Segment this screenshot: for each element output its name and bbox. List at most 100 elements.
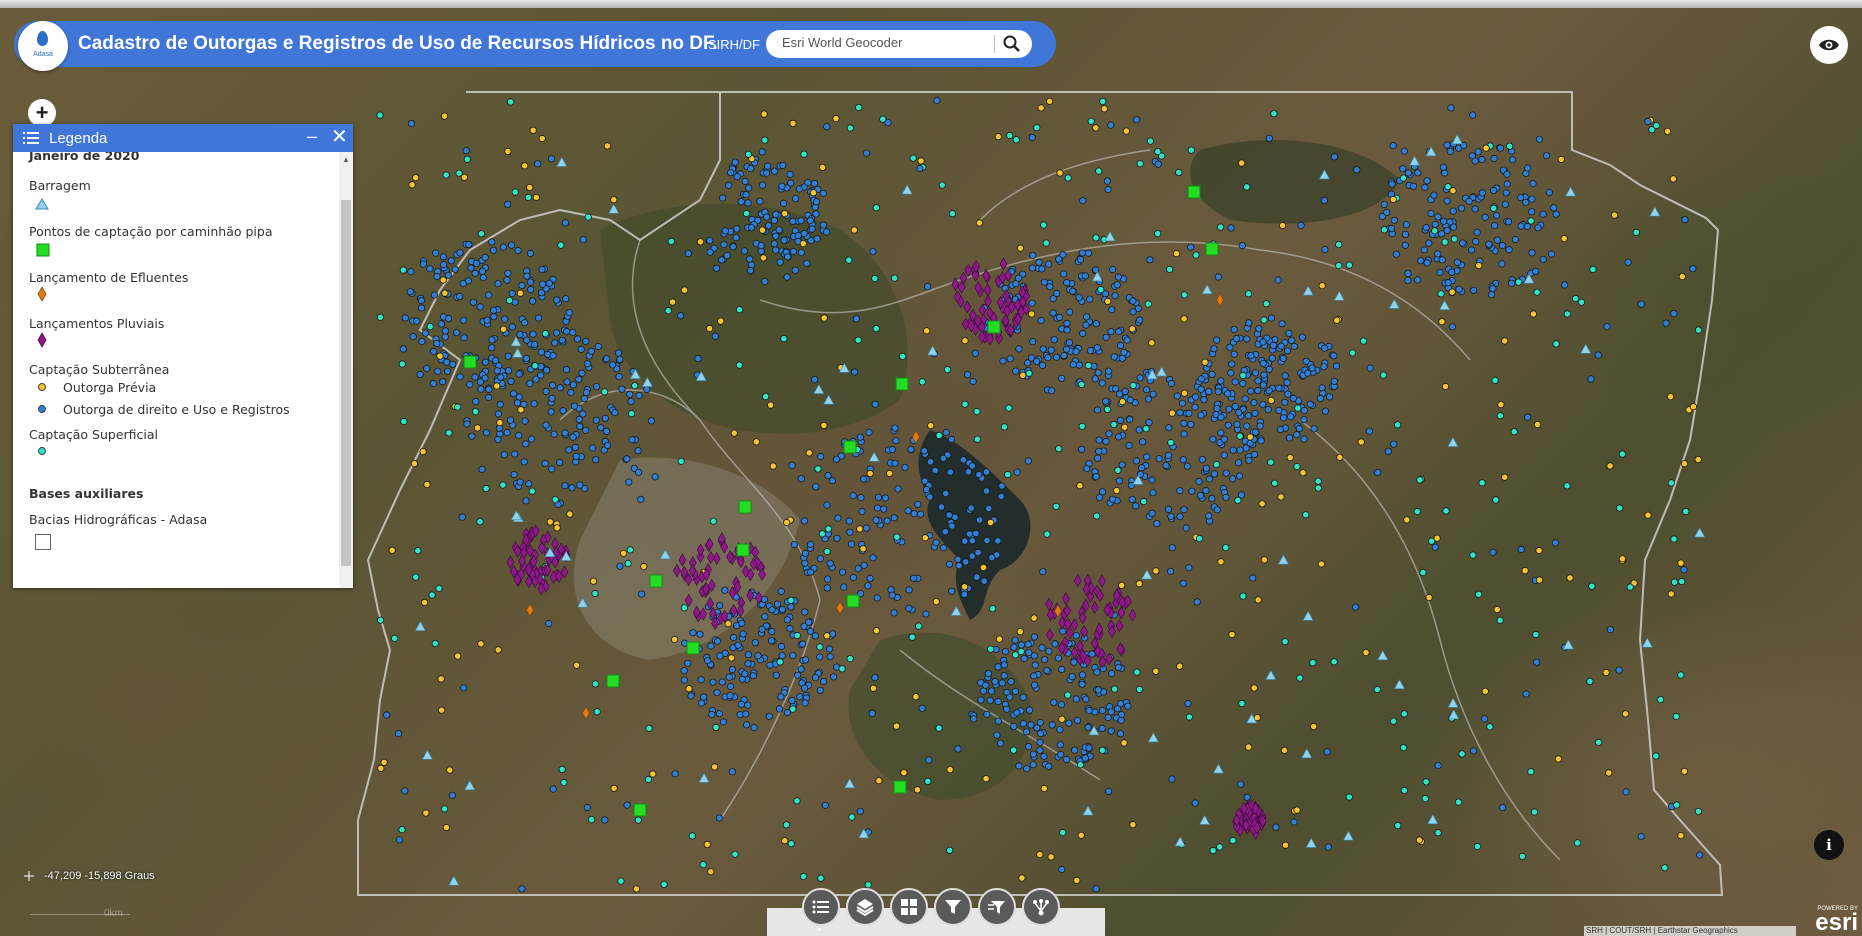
map-point[interactable] xyxy=(504,352,512,360)
map-point[interactable] xyxy=(558,765,566,774)
map-point[interactable] xyxy=(383,711,391,719)
map-point[interactable] xyxy=(1212,460,1221,469)
map-point[interactable] xyxy=(1326,393,1334,401)
map-point[interactable] xyxy=(1379,371,1388,379)
map-point[interactable] xyxy=(1438,230,1446,238)
pluvial-marker[interactable] xyxy=(1001,314,1010,328)
pluvial-marker[interactable] xyxy=(1108,624,1116,639)
dam-marker[interactable] xyxy=(950,605,962,616)
dam-marker[interactable] xyxy=(1305,837,1317,848)
map-point[interactable] xyxy=(547,408,555,416)
map-point[interactable] xyxy=(634,816,642,824)
map-point[interactable] xyxy=(1498,260,1506,268)
map-point[interactable] xyxy=(1111,292,1119,300)
spatial-filter-button[interactable] xyxy=(978,888,1016,926)
map-point[interactable] xyxy=(1168,544,1176,552)
map-point[interactable] xyxy=(1554,755,1563,763)
map-point[interactable] xyxy=(811,673,820,682)
map-point[interactable] xyxy=(821,801,830,809)
map-point[interactable] xyxy=(1657,695,1665,704)
map-point[interactable] xyxy=(869,248,877,256)
map-point[interactable] xyxy=(1180,315,1188,323)
map-point[interactable] xyxy=(515,431,523,439)
map-point[interactable] xyxy=(1229,836,1237,845)
map-point[interactable] xyxy=(1120,739,1128,747)
map-point[interactable] xyxy=(1420,246,1428,254)
map-point[interactable] xyxy=(548,394,556,402)
map-point[interactable] xyxy=(513,399,522,407)
map-point[interactable] xyxy=(1390,216,1398,224)
map-point[interactable] xyxy=(504,269,512,277)
map-point[interactable] xyxy=(1224,421,1232,429)
map-point[interactable] xyxy=(507,377,515,385)
map-point[interactable] xyxy=(1056,741,1065,749)
map-point[interactable] xyxy=(1076,255,1085,264)
map-point[interactable] xyxy=(1521,566,1529,575)
dam-marker[interactable] xyxy=(858,828,870,839)
map-point[interactable] xyxy=(918,704,926,713)
map-point[interactable] xyxy=(523,272,531,280)
search-input[interactable]: Esri World Geocoder xyxy=(782,35,903,50)
map-point[interactable] xyxy=(697,699,706,707)
map-point[interactable] xyxy=(482,429,491,437)
map-point[interactable] xyxy=(488,336,496,344)
pluvial-marker[interactable] xyxy=(1117,606,1126,620)
map-point[interactable] xyxy=(961,537,969,545)
map-point[interactable] xyxy=(744,150,753,158)
map-point[interactable] xyxy=(1490,204,1498,212)
map-point[interactable] xyxy=(626,390,634,398)
map-point[interactable] xyxy=(1132,457,1141,465)
map-point[interactable] xyxy=(1517,222,1525,230)
map-point[interactable] xyxy=(1258,500,1266,508)
map-point[interactable] xyxy=(680,676,688,684)
map-point[interactable] xyxy=(1049,309,1057,317)
map-point[interactable] xyxy=(983,710,991,718)
map-point[interactable] xyxy=(1029,337,1037,346)
map-point[interactable] xyxy=(707,642,715,650)
map-point[interactable] xyxy=(1496,616,1504,624)
map-point[interactable] xyxy=(883,517,891,525)
pluvial-marker[interactable] xyxy=(551,537,559,551)
effluent-marker[interactable] xyxy=(836,601,844,615)
pluvial-marker[interactable] xyxy=(1251,801,1260,816)
map-point[interactable] xyxy=(1438,318,1446,326)
map-point[interactable] xyxy=(1275,406,1283,414)
map-point[interactable] xyxy=(569,433,577,441)
map-point[interactable] xyxy=(1425,593,1433,602)
map-point[interactable] xyxy=(1423,259,1431,267)
map-point[interactable] xyxy=(1503,180,1511,188)
map-point[interactable] xyxy=(634,468,643,476)
effluent-marker[interactable] xyxy=(582,706,590,720)
map-point[interactable] xyxy=(735,306,744,314)
map-point[interactable] xyxy=(1095,436,1103,444)
pluvial-marker[interactable] xyxy=(999,257,1008,271)
map-point[interactable] xyxy=(879,115,887,123)
map-point[interactable] xyxy=(710,763,719,771)
map-point[interactable] xyxy=(417,296,425,305)
map-point[interactable] xyxy=(616,562,624,570)
map-point[interactable] xyxy=(982,775,990,783)
map-point[interactable] xyxy=(1167,379,1176,388)
map-point[interactable] xyxy=(547,155,556,163)
map-point[interactable] xyxy=(837,452,845,460)
adasa-logo[interactable]: Adasa xyxy=(18,21,68,71)
map-point[interactable] xyxy=(927,421,935,430)
map-point[interactable] xyxy=(1414,169,1422,177)
map-point[interactable] xyxy=(506,98,515,106)
map-point[interactable] xyxy=(1400,710,1408,718)
map-point[interactable] xyxy=(548,381,557,389)
map-point[interactable] xyxy=(481,358,490,366)
water-truck-marker[interactable] xyxy=(633,803,647,817)
map-point[interactable] xyxy=(1318,282,1326,290)
map-point[interactable] xyxy=(1566,574,1574,582)
dam-marker[interactable] xyxy=(838,362,850,373)
map-point[interactable] xyxy=(1113,281,1121,289)
map-point[interactable] xyxy=(1188,487,1196,495)
map-point[interactable] xyxy=(712,264,721,272)
map-point[interactable] xyxy=(439,378,447,386)
map-point[interactable] xyxy=(923,327,931,335)
map-point[interactable] xyxy=(577,345,585,353)
map-point[interactable] xyxy=(1052,502,1060,510)
map-point[interactable] xyxy=(416,370,424,379)
map-point[interactable] xyxy=(684,250,692,258)
